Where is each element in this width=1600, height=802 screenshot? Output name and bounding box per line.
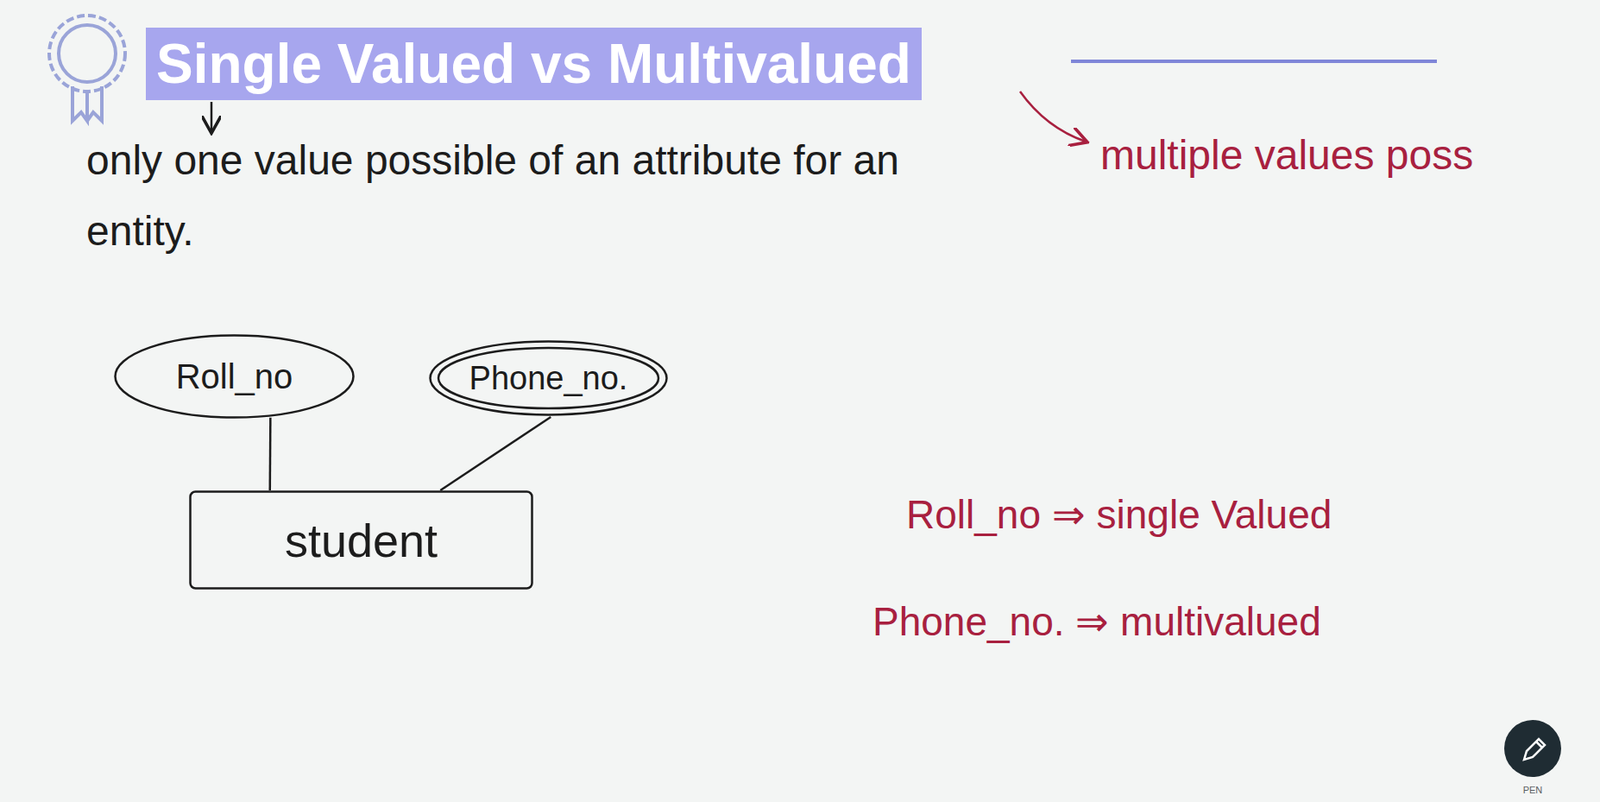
award-icon xyxy=(49,15,126,121)
connector-line xyxy=(440,416,551,491)
attribute-ellipse: Roll_no xyxy=(113,333,355,419)
definition-note: only one value possible of an attribute … xyxy=(86,125,958,267)
example-note: Roll_no ⇒ single Valued xyxy=(906,488,1563,541)
button-caption: PEN xyxy=(1515,783,1550,796)
pointer-arrow xyxy=(210,101,214,132)
example-note: Phone_no. ⇒ multivalued xyxy=(872,595,1529,648)
node-text: Roll_no xyxy=(176,357,294,397)
multivalued-attribute-ellipse: Phone_no. xyxy=(428,340,668,416)
title-rule xyxy=(1070,59,1437,63)
title-band: Single Valued vs Multivalued xyxy=(145,27,922,101)
pointer-arrow xyxy=(1020,91,1086,142)
node-text: Phone_no. xyxy=(469,359,629,397)
node-text: student xyxy=(284,513,438,567)
pen-icon xyxy=(1524,738,1545,760)
entity-box: student xyxy=(188,490,534,590)
definition-note: multiple values poss xyxy=(1100,129,1597,182)
connector-line xyxy=(269,417,272,491)
pen-button xyxy=(1504,719,1562,777)
